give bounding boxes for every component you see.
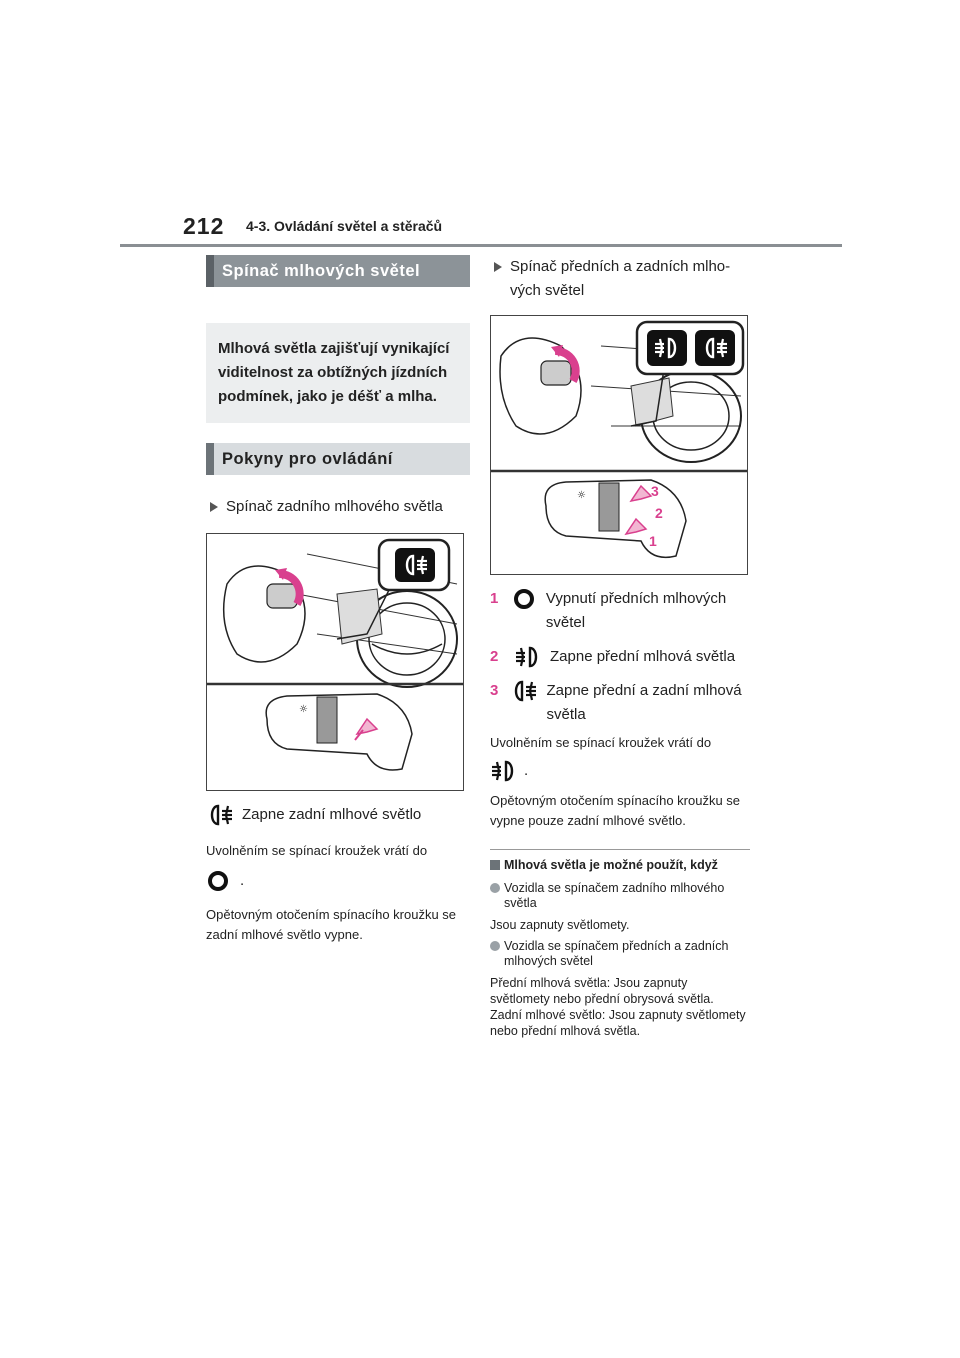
step-number: 2 bbox=[490, 648, 499, 665]
notes-divider bbox=[490, 849, 750, 850]
section-title-instructions: Pokyny pro ovládání bbox=[206, 443, 470, 475]
svg-text:☼: ☼ bbox=[299, 704, 308, 715]
front-fog-state-line: . bbox=[490, 759, 750, 783]
rear-fog-switch-illustration: ☼ bbox=[207, 538, 463, 771]
step-2-label: 2 bbox=[655, 505, 663, 521]
front-fog-icon bbox=[514, 645, 542, 669]
front-rear-switch-heading: Spínač předních a zadních mlho­vých svět… bbox=[490, 255, 750, 303]
turn-again-text: Opětovným otočením spínacího kroužku se … bbox=[206, 907, 457, 942]
rear-fog-on-label: Zapne zadní mlhové světlo bbox=[242, 806, 422, 823]
svg-text:☼: ☼ bbox=[577, 490, 586, 501]
right-column: Spínač předních a zadních mlho­vých svět… bbox=[490, 255, 750, 1039]
front-rear-vehicles-item: Vozidla se spínačem předních a zad­ních … bbox=[490, 939, 750, 969]
step-item-1: 1 Vypnutí předních mlhových světel bbox=[490, 587, 750, 635]
off-ring-icon bbox=[512, 587, 536, 611]
off-ring-icon bbox=[206, 869, 230, 893]
front-rear-switch-figure: ☼ 3 2 1 bbox=[490, 315, 748, 575]
step-item-3: 3 Zapne přední a zadní mlho­vá světla bbox=[490, 679, 750, 727]
chapter-title: 4-3. Ovládání světel a stěračů bbox=[246, 218, 443, 234]
rear-fog-icon bbox=[510, 679, 538, 703]
step-item-2: 2 Zapne přední mlhová světla bbox=[490, 645, 750, 669]
period: . bbox=[240, 872, 245, 889]
release-text: Uvolněním se spínací kroužek vrátí do bbox=[490, 735, 712, 750]
turn-again-text: Opětovným otočením spínacího kroužku se … bbox=[490, 793, 741, 828]
header-divider bbox=[120, 244, 842, 247]
step-3-label: 3 bbox=[651, 483, 659, 499]
page-number: 212 bbox=[183, 213, 225, 239]
usable-heading: Mlhová světla je možné použít, když bbox=[490, 858, 750, 873]
rear-fog-condition: Zadní mlhové světlo: Jsou zapnuty svět­l… bbox=[490, 1008, 746, 1038]
period: . bbox=[524, 762, 529, 779]
left-column: Spínač mlhových světel Mlhová světla zaj… bbox=[206, 255, 470, 945]
front-fog-icon bbox=[490, 759, 518, 783]
front-fog-condition: Přední mlhová světla: Jsou zapnuty světl… bbox=[490, 976, 714, 1006]
off-state-line: . bbox=[206, 869, 470, 893]
rear-fog-on-item: Zapne zadní mlhové světlo bbox=[206, 803, 470, 827]
intro-box: Mlhová světla zajišťují vynika­jící vidi… bbox=[206, 323, 470, 423]
section-title-fog-switch: Spínač mlhových světel bbox=[206, 255, 470, 287]
rear-vehicles-condition: Jsou zapnuty světlomety. bbox=[490, 918, 630, 932]
step-1-label: 1 bbox=[649, 533, 657, 549]
step-text: Vypnutí předních mlhových světel bbox=[545, 590, 727, 631]
step-number: 3 bbox=[490, 682, 499, 699]
rear-fog-switch-figure: ☼ bbox=[206, 533, 464, 791]
step-text: Zapne přední mlhová světla bbox=[550, 648, 736, 665]
rear-vehicles-item: Vozidla se spínačem zadního mlhové­ho sv… bbox=[490, 881, 750, 911]
step-number: 1 bbox=[490, 590, 499, 607]
step-list: 1 Vypnutí předních mlhových světel 2 Zap… bbox=[490, 587, 750, 727]
release-text: Uvolněním se spínací kroužek vrátí do bbox=[206, 843, 428, 858]
rear-fog-switch-heading: Spínač zadního mlhového světla bbox=[206, 495, 470, 519]
rear-fog-icon bbox=[206, 803, 234, 827]
step-text: Zapne přední a zadní mlho­vá světla bbox=[546, 682, 742, 723]
front-rear-switch-illustration: ☼ 3 2 1 bbox=[491, 320, 747, 559]
